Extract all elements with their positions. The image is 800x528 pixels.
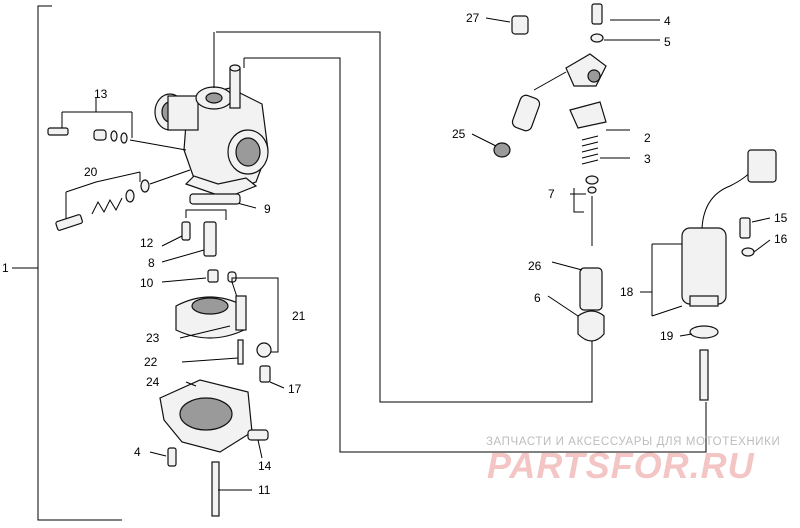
callout-labels: 1 2 3 4 4 5 6 7 8 9 10 11 12 13 14 15 16… xyxy=(2,11,788,497)
label-14: 14 xyxy=(258,459,272,473)
label-8: 8 xyxy=(148,256,155,270)
label-5: 5 xyxy=(664,35,671,49)
label-26: 26 xyxy=(528,259,542,273)
label-24: 24 xyxy=(146,375,160,389)
needle-valve xyxy=(256,342,272,358)
label-1: 1 xyxy=(2,261,9,275)
label-25: 25 xyxy=(452,127,466,141)
watermark-tagline: ЗАПЧАСТИ И АКСЕССУАРЫ ДЛЯ МОТОТЕХНИКИ xyxy=(486,436,781,448)
label-16: 16 xyxy=(774,232,788,246)
label-18: 18 xyxy=(620,285,634,299)
label-22: 22 xyxy=(144,355,158,369)
leader-lines xyxy=(149,17,771,491)
label-27: 27 xyxy=(466,11,480,25)
label-3: 3 xyxy=(644,152,651,166)
label-6: 6 xyxy=(534,291,541,305)
label-21: 21 xyxy=(292,309,306,323)
label-19: 19 xyxy=(660,329,674,343)
watermark-logo: PARTSFOR.RU xyxy=(487,445,755,486)
label-20: 20 xyxy=(84,165,98,179)
label-9: 9 xyxy=(264,202,271,216)
label-15: 15 xyxy=(774,211,788,225)
label-13: 13 xyxy=(94,87,108,101)
assembly-bracket xyxy=(12,5,122,521)
label-4-bottom: 4 xyxy=(134,445,141,459)
solenoid-washer xyxy=(741,247,755,257)
jet-group xyxy=(181,209,279,353)
label-17: 17 xyxy=(288,382,302,396)
choke-plunger xyxy=(493,71,567,158)
float-bowl xyxy=(159,379,269,453)
bowl-screw xyxy=(259,365,271,383)
label-10: 10 xyxy=(140,276,154,290)
pilot-screw-set xyxy=(47,98,187,151)
label-7: 7 xyxy=(548,187,555,201)
routing-lines xyxy=(216,31,707,453)
label-23: 23 xyxy=(146,331,160,345)
label-2: 2 xyxy=(644,131,651,145)
float-bowl-gasket xyxy=(189,193,241,205)
drain-tube xyxy=(211,461,220,517)
choke-solenoid xyxy=(651,149,777,401)
label-12: 12 xyxy=(140,236,154,250)
float xyxy=(175,295,247,339)
label-11: 11 xyxy=(258,483,271,497)
label-4-top: 4 xyxy=(664,14,671,28)
idle-screw-set xyxy=(55,169,191,231)
bowl-bottom-screw xyxy=(167,447,177,467)
carburetor-body xyxy=(154,32,269,199)
throttle-slide-group xyxy=(511,3,607,342)
float-pin xyxy=(237,339,244,365)
solenoid-screw xyxy=(739,217,751,239)
